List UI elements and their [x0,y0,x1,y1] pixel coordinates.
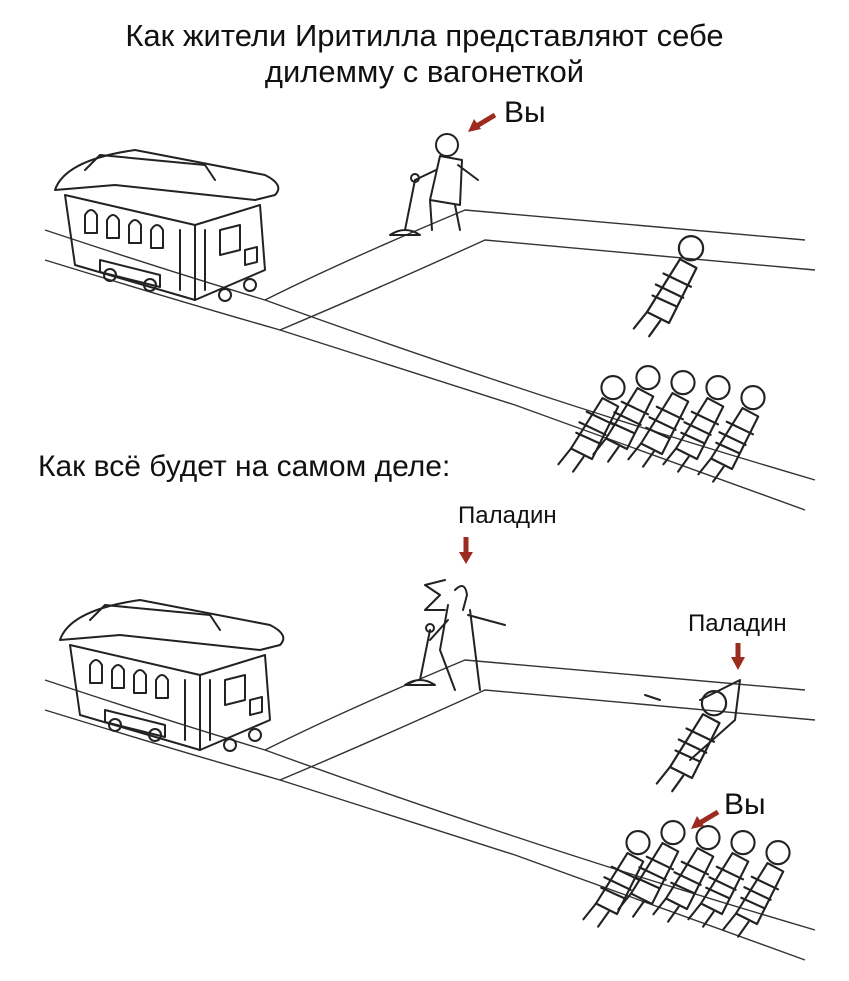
tracks-bottom [44,659,816,961]
person-on-side-track [632,235,705,338]
lever-bottom [404,623,436,686]
lever-top [389,173,421,236]
reality-heading: Как всё будет на самом деле: [38,450,451,483]
meme-title-line-1: Как жители Иритилла представляют себе [125,18,724,53]
arrow-icon-paladin-track [731,643,745,670]
paladin-at-lever [424,579,506,691]
arrow-icon-you-bottom [691,809,720,829]
you-label-bottom: Вы [724,788,766,821]
tracks-top [44,209,816,511]
arrow-icon-paladin-lever [459,537,473,564]
paladin-label-track: Паладин [688,610,787,637]
person-at-lever-top [414,133,479,231]
five-people-bottom [583,821,789,937]
arrow-icon-you-top [468,112,497,132]
five-people-top [558,366,764,482]
trolley-bottom [59,599,285,752]
paladin-label-lever: Паладин [458,502,557,529]
you-label-top: Вы [504,96,546,129]
trolley-top [54,149,280,302]
meme-title-line-2: дилемму с вагонеткой [264,54,585,89]
paladin-on-side-track [644,679,741,793]
